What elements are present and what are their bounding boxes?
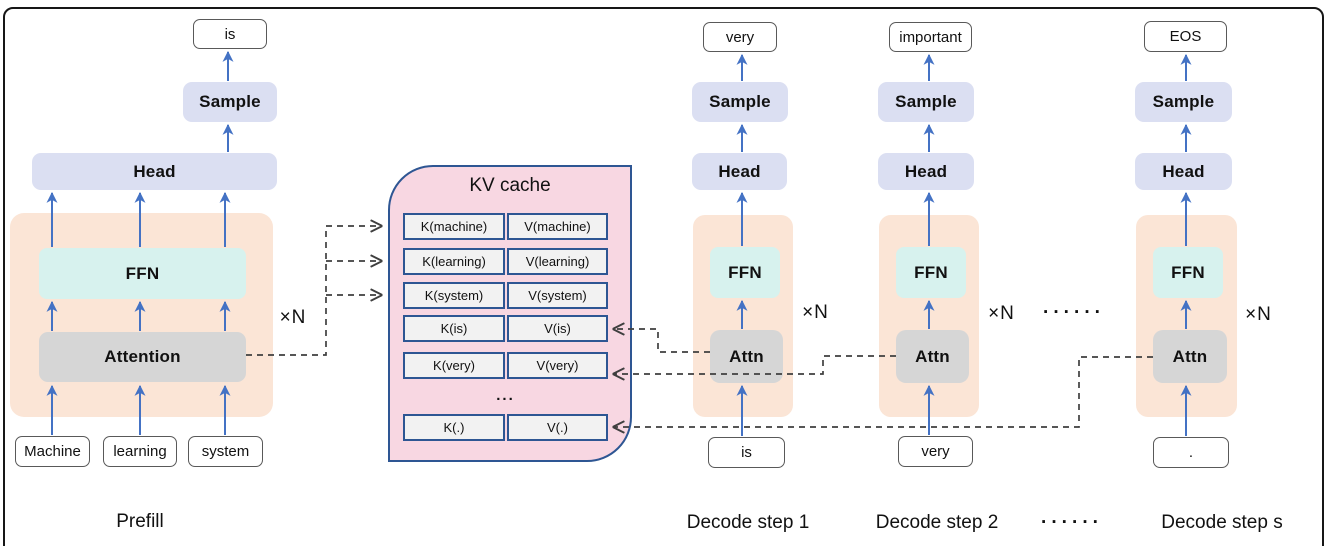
decodeS-transformer-block [1136,215,1237,417]
prefill-output-token: is [193,19,267,49]
kv-cell-label: K(learning) [422,254,486,269]
prefill-input-token-learning: learning [103,436,177,467]
prefill-input-token-label: learning [113,443,167,460]
decode2-stage-label: Decode step 2 [875,512,999,533]
decode1-sample-box: Sample [692,82,788,122]
decode2-transformer-block [879,215,979,417]
decode1-repeat-n-label: ×N [802,302,829,323]
decodeS-head-box: Head [1135,153,1232,190]
decode1-input-token-label: is [741,444,752,461]
decodeS-attn-label: Attn [1172,346,1208,366]
decode-steps-ellipsis-upper: ······ [1043,302,1105,323]
prefill-attention-box: Attention [39,332,246,382]
decode2-output-token: important [889,22,972,52]
prefill-stage-label: Prefill [116,511,164,532]
prefill-output-token-label: is [224,25,236,43]
decode2-head-box: Head [878,153,974,190]
kv-cache-cell-v-is: V(is) [507,315,608,342]
decode2-attn-label: Attn [915,346,950,366]
prefill-input-token-label: Machine [24,443,81,460]
decode2-sample-label: Sample [895,92,957,111]
decode2-attn-box: Attn [896,330,969,383]
decode1-attn-label: Attn [729,346,764,366]
kv-cell-label: V(very) [536,358,579,373]
prefill-transformer-block [10,213,273,417]
prefill-attention-label: Attention [104,347,181,366]
decode1-ffn-box: FFN [710,247,780,298]
decodeS-ffn-box: FFN [1153,247,1223,298]
kv-cell-label: K(is) [440,321,468,336]
kv-cache-cell-v-machine: V(machine) [507,213,608,240]
kv-cache-cell-k-very: K(very) [403,352,505,379]
decodeS-stage-label: Decode step s [1161,512,1283,533]
kv-cache-cell-v-very: V(very) [507,352,608,379]
decodeS-sample-box: Sample [1135,82,1232,122]
decode1-transformer-block [693,215,793,417]
prefill-head-box: Head [32,153,277,190]
kv-cache-cell-k-is: K(is) [403,315,505,342]
decode2-head-label: Head [904,161,948,181]
decodeS-sample-label: Sample [1152,92,1215,111]
kv-cache-cell-k-machine: K(machine) [403,213,505,240]
prefill-head-label: Head [133,161,176,181]
decode1-attn-box: Attn [710,330,783,383]
decode1-stage-label: Decode step 1 [686,512,810,533]
kv-cache-cell-k-system: K(system) [403,282,505,309]
decodeS-head-label: Head [1162,161,1205,181]
decode-steps-ellipsis-lower: ······ [1041,512,1103,533]
prefill-input-token-label: system [201,443,250,460]
kv-cache-cell-k-dot: K(.) [403,414,505,441]
kv-cell-label: V(system) [528,288,587,303]
decode2-input-token: very [898,436,973,467]
decode1-input-token: is [708,437,785,468]
kv-cell-label: K(very) [433,358,475,373]
kv-cache-ellipsis: ... [496,386,515,404]
kv-cell-label: V(.) [547,420,568,435]
decode1-head-label: Head [718,161,761,181]
decode2-ffn-label: FFN [914,262,948,282]
outer-frame [3,7,1324,546]
kv-cache-cell-v-learning: V(learning) [507,248,608,275]
decode2-ffn-box: FFN [896,247,966,298]
prefill-sample-box: Sample [183,82,277,122]
decodeS-repeat-n-label: ×N [1245,304,1272,325]
decodeS-output-token: EOS [1144,21,1227,52]
kv-cell-label: K(.) [443,420,465,435]
prefill-ffn-label: FFN [125,263,160,283]
kv-cell-label: K(system) [424,288,484,303]
kv-cache-title: KV cache [469,175,551,196]
decode1-ffn-label: FFN [728,262,762,282]
decodeS-ffn-label: FFN [1171,262,1205,282]
decode1-head-box: Head [692,153,787,190]
decodeS-attn-box: Attn [1153,330,1227,383]
prefill-repeat-n-label: ×N [279,307,307,328]
decode2-sample-box: Sample [878,82,974,122]
decodeS-input-token-label: . [1188,444,1194,461]
kv-cell-label: V(learning) [525,254,590,269]
kv-cell-label: V(machine) [524,219,591,234]
decode2-input-token-label: very [921,443,950,460]
decode1-output-token: very [703,22,777,52]
decodeS-output-token-label: EOS [1169,28,1202,45]
prefill-ffn-box: FFN [39,248,246,299]
decode2-repeat-n-label: ×N [988,303,1015,324]
decode1-output-token-label: very [725,28,755,46]
decode1-sample-label: Sample [709,92,771,111]
decodeS-input-token: . [1153,437,1229,468]
kv-cell-label: V(is) [544,321,571,336]
decode2-output-token-label: important [899,28,962,46]
prefill-sample-label: Sample [199,92,261,111]
kv-cache-cell-k-learning: K(learning) [403,248,505,275]
prefill-input-token-machine: Machine [15,436,90,467]
prefill-input-token-system: system [188,436,263,467]
kv-cell-label: K(machine) [420,219,488,234]
kv-cache-cell-v-dot: V(.) [507,414,608,441]
kv-cache-cell-v-system: V(system) [507,282,608,309]
